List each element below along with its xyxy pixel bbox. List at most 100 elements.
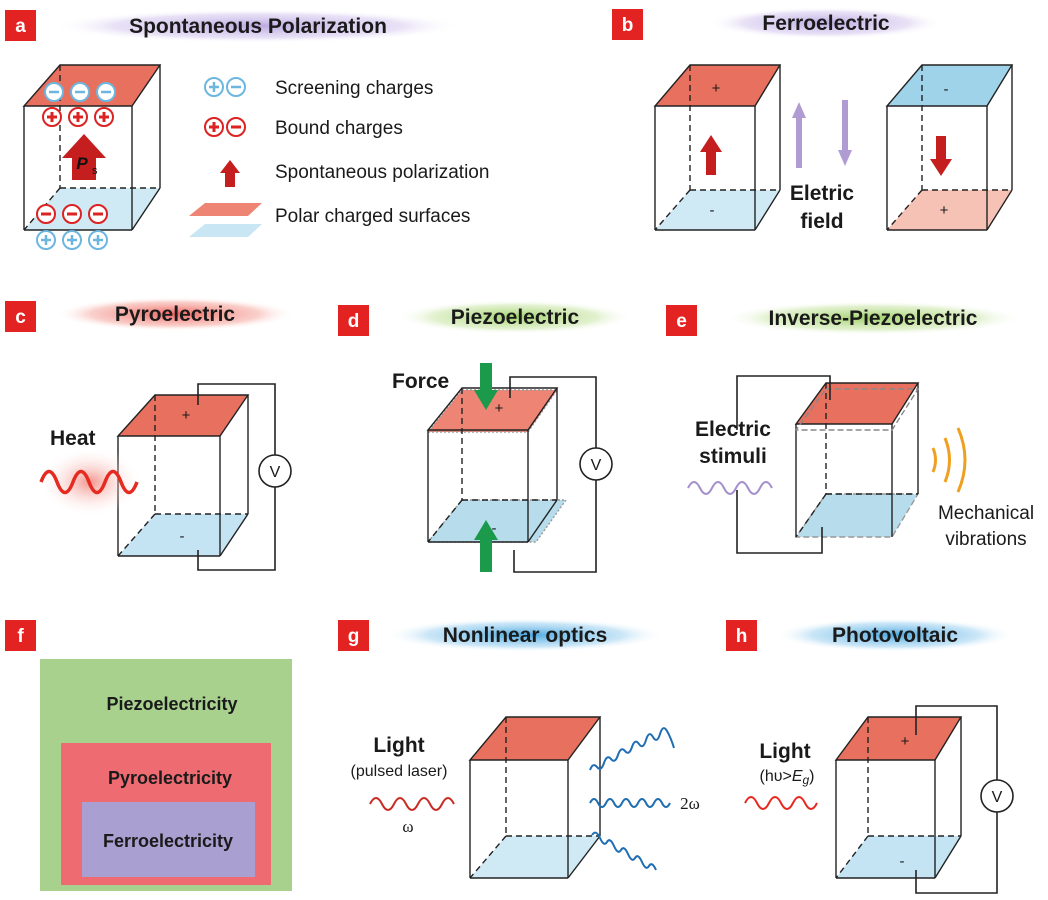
two-omega-label: 2ω xyxy=(680,794,700,813)
panel-g: g Nonlinear optics Light (pulsed laser) … xyxy=(338,618,700,879)
vibration-icon xyxy=(931,427,967,493)
panel-a: a Spontaneous Polarization xyxy=(5,9,489,250)
plus-sign: + xyxy=(182,407,191,424)
legend-label: Screening charges xyxy=(275,78,433,99)
title-glow xyxy=(397,300,633,334)
panel-e: e Inverse-Piezoelectric Electric stimuli… xyxy=(666,301,1034,554)
panel-h: h Photovoltaic + - V Light (hυ>Eg) xyxy=(726,618,1015,894)
title-glow xyxy=(385,618,665,652)
panel-letter-box xyxy=(612,9,643,40)
crystal-box-up xyxy=(653,64,782,231)
panel-title: Ferroelectric xyxy=(762,12,890,35)
circuit-wire xyxy=(736,375,831,554)
crystal-box xyxy=(468,716,602,879)
legend: Screening charges Bound charges Spontane… xyxy=(189,77,489,237)
voltmeter-label: V xyxy=(992,789,1003,806)
field-label: Eletric xyxy=(790,182,855,205)
output-light-wave-icon xyxy=(589,727,675,871)
panel-title: Nonlinear optics xyxy=(443,624,608,647)
force-arrow-up-icon xyxy=(474,520,498,572)
panel-title: Pyroelectric xyxy=(115,303,236,326)
ps-subscript: s xyxy=(92,165,98,177)
heat-label: Heat xyxy=(50,427,96,450)
light-label: Light xyxy=(373,734,424,757)
panel-b: b Ferroelectric + - Eletric field xyxy=(612,7,1014,233)
heat-wave-icon xyxy=(39,469,139,495)
minus-sign: - xyxy=(180,528,185,545)
light-label: Light xyxy=(759,740,810,763)
omega-label: ω xyxy=(402,817,413,836)
title-glow xyxy=(775,618,1015,652)
panel-letter: g xyxy=(348,626,360,647)
legend-label: Spontaneous polarization xyxy=(275,162,489,183)
minus-sign: - xyxy=(900,853,905,870)
crystal-box-down xyxy=(885,64,1014,231)
panel-letter: d xyxy=(348,311,360,332)
circuit-wire xyxy=(197,383,276,571)
panel-letter: c xyxy=(15,307,26,328)
voltmeter-icon: V xyxy=(980,779,1014,813)
voltmeter-icon: V xyxy=(258,454,292,488)
ferroelectricity-box xyxy=(82,802,255,877)
polarization-arrow xyxy=(62,134,106,180)
light-sublabel: (pulsed laser) xyxy=(351,763,448,780)
panel-f: f Piezoelectricity Pyroelectricity Ferro… xyxy=(5,620,292,891)
panel-letter-box xyxy=(726,620,757,651)
panel-letter: h xyxy=(736,626,748,647)
electric-wave-icon xyxy=(687,481,773,495)
down-arrow-icon xyxy=(930,136,952,176)
piezoelectricity-label: Piezoelectricity xyxy=(106,694,237,714)
crystal-box xyxy=(116,394,250,557)
light-wave-icon xyxy=(744,796,818,810)
panel-title: Piezoelectric xyxy=(451,306,580,329)
voltmeter-icon: V xyxy=(579,447,613,481)
circuit-wire xyxy=(509,376,597,573)
crystal-box xyxy=(834,716,963,879)
title-glow xyxy=(723,301,1023,335)
plus-sign: + xyxy=(940,202,949,219)
legend-label: Polar charged surfaces xyxy=(275,206,470,227)
plus-icon xyxy=(41,235,103,245)
panel-letter: f xyxy=(17,626,24,647)
screening-charge-icon xyxy=(204,77,246,97)
up-arrow-icon xyxy=(792,102,806,168)
force-arrow-down-icon xyxy=(474,363,498,410)
panel-title: Inverse-Piezoelectric xyxy=(769,307,978,330)
title-glow xyxy=(708,7,944,39)
bound-charge-icon xyxy=(204,117,246,137)
polar-surface-icon xyxy=(189,203,262,237)
pyroelectricity-label: Pyroelectricity xyxy=(108,768,232,788)
vibration-label: Mechanical xyxy=(938,503,1034,524)
panel-letter: b xyxy=(622,15,634,36)
ps-label: P xyxy=(76,154,88,173)
input-light-wave-icon xyxy=(369,797,455,811)
minus-sign: - xyxy=(710,202,715,219)
stimuli-label: Electric xyxy=(695,418,771,441)
panel-c: c Pyroelectric + - V Heat xyxy=(5,297,295,571)
ferroelectricity-label: Ferroelectricity xyxy=(103,831,233,851)
title-glow xyxy=(53,9,463,43)
panel-letter-box xyxy=(5,10,36,41)
minus-sign: - xyxy=(492,520,497,537)
panel-d: d Piezoelectric + - Force V xyxy=(338,300,633,573)
stimuli-label: stimuli xyxy=(699,445,767,468)
crystal-box xyxy=(794,382,920,538)
panel-letter-box xyxy=(5,620,36,651)
plus-sign: + xyxy=(495,400,504,417)
force-label: Force xyxy=(392,370,449,393)
voltmeter-label: V xyxy=(270,464,281,481)
voltmeter-label: V xyxy=(591,457,602,474)
panel-letter-box xyxy=(5,301,36,332)
down-arrow-icon xyxy=(838,100,852,166)
light-condition: (hυ>Eg) xyxy=(759,768,814,787)
crystal-box xyxy=(426,387,568,543)
plus-icon xyxy=(47,112,109,122)
panel-letter: e xyxy=(676,311,687,332)
minus-sign: - xyxy=(944,81,949,98)
plus-sign: + xyxy=(712,80,721,97)
panel-letter: a xyxy=(15,16,26,37)
panel-title: Spontaneous Polarization xyxy=(129,15,387,38)
up-arrow-icon xyxy=(220,160,240,187)
up-arrow-icon xyxy=(700,135,722,175)
